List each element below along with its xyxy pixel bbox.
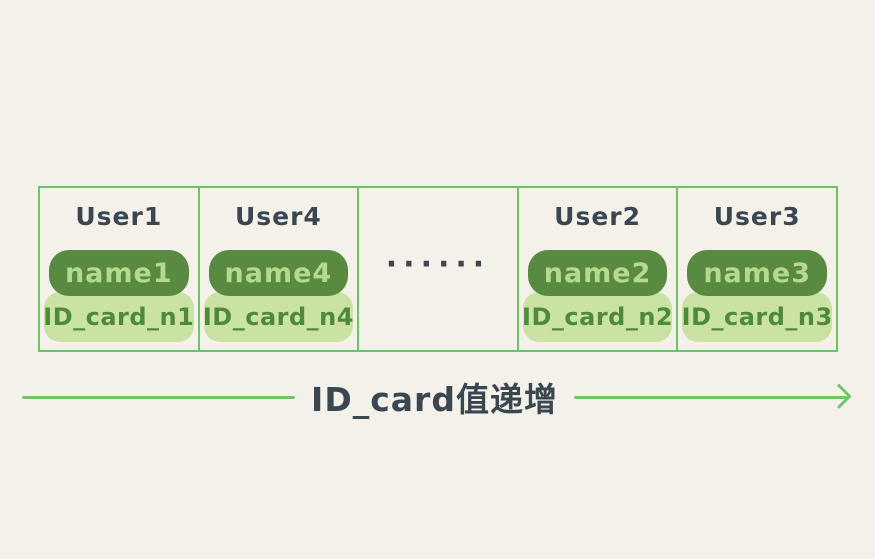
id-card-badge: ID_card_n1 <box>43 292 194 342</box>
name-badge: name2 <box>527 250 668 296</box>
id-card-badge: ID_card_n2 <box>522 292 673 342</box>
name-badge: name1 <box>49 250 189 296</box>
id-card-badge: ID_card_n4 <box>203 292 353 342</box>
arrow-head-icon <box>826 383 852 410</box>
id-card-badge: ID_card_n3 <box>682 292 832 342</box>
user-cell-user1: User1 name1 ID_card_n1 <box>40 188 198 350</box>
ellipsis-dots: ······ <box>385 246 491 282</box>
user-cell-user2: User2 name2 ID_card_n2 <box>516 188 677 350</box>
id-card-increase-arrow: ID_card值递增 <box>22 372 852 422</box>
arrow-line-left <box>22 395 296 399</box>
ellipsis-cell: ······ <box>357 188 517 350</box>
user-title: User3 <box>713 202 801 231</box>
user-table: User1 name1 ID_card_n1 User4 name4 ID_ca… <box>38 186 838 352</box>
user-title: User2 <box>554 202 642 231</box>
name-badge: name3 <box>687 250 827 296</box>
name-badge: name4 <box>208 250 349 296</box>
user-cell-user4: User4 name4 ID_card_n4 <box>197 188 358 350</box>
arrow-line-right <box>573 383 852 410</box>
user-title: User4 <box>234 202 322 231</box>
arrow-label: ID_card值递增 <box>311 380 558 419</box>
user-cell-user3: User3 name3 ID_card_n3 <box>676 188 836 350</box>
user-title: User1 <box>75 202 163 231</box>
